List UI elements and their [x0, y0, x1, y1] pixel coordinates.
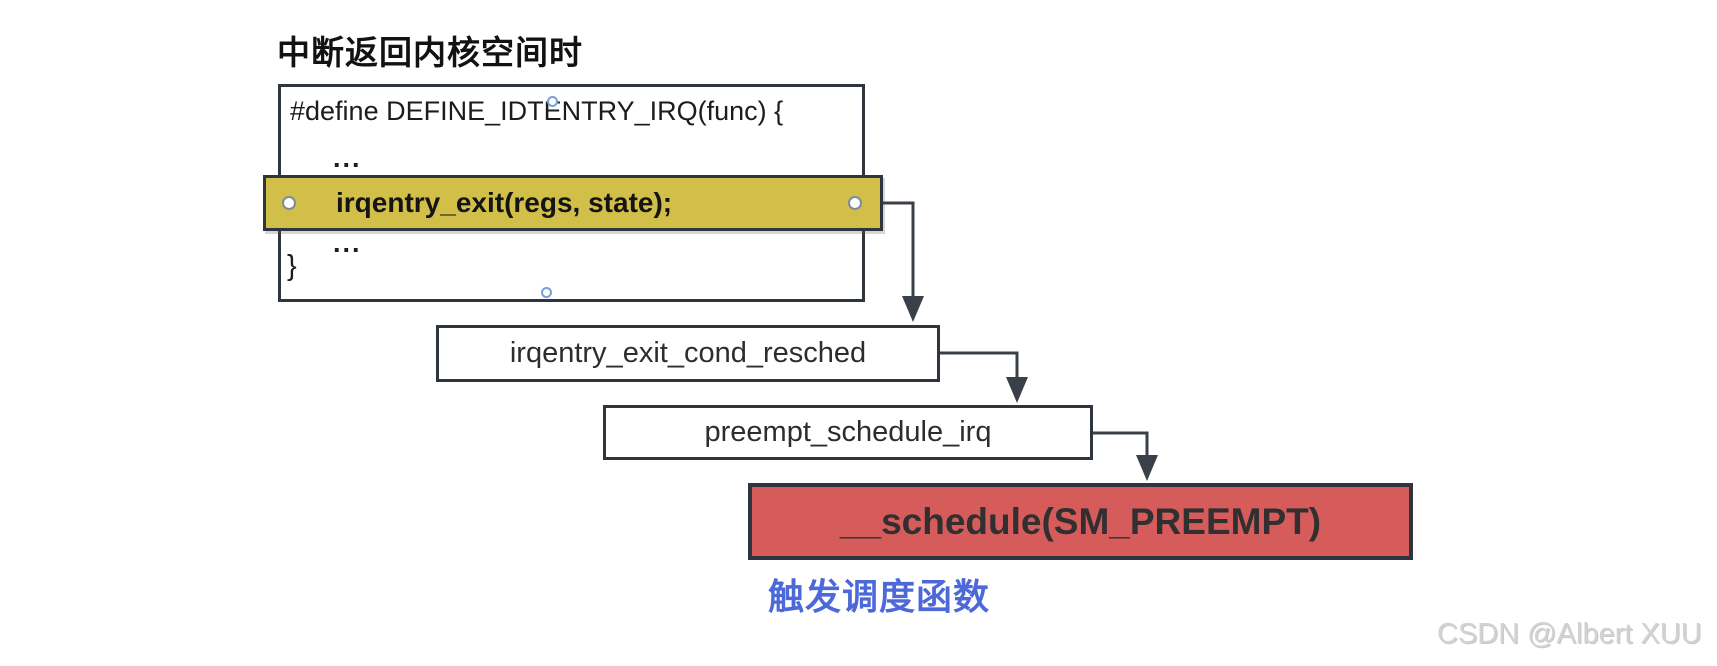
flow-box-irqentry-exit-cond-resched: irqentry_exit_cond_resched: [436, 325, 940, 382]
flow-box-schedule-sm-preempt: __schedule(SM_PREEMPT): [748, 483, 1413, 560]
highlight-irqentry-exit-bar: irqentry_exit(regs, state);: [263, 175, 883, 231]
flow-box-label: irqentry_exit_cond_resched: [509, 337, 867, 369]
selection-handle-icon: [541, 287, 552, 298]
connector-arrow-cond-resched-to-preempt: [940, 351, 1028, 403]
caption-trigger-schedule: 触发调度函数: [768, 576, 991, 617]
flow-box-preempt-schedule-irq: preempt_schedule_irq: [603, 405, 1093, 460]
connector-arrow-exit-to-cond-resched: [883, 201, 924, 322]
connector-arrow-preempt-to-schedule: [1093, 431, 1158, 481]
flow-box-label: __schedule(SM_PREEMPT): [839, 500, 1322, 542]
code-ellipsis-bottom: ...: [333, 228, 362, 258]
code-closing-brace: }: [287, 250, 297, 282]
selection-handle-icon: [848, 196, 862, 210]
flow-box-label: preempt_schedule_irq: [704, 416, 992, 448]
highlight-irqentry-exit-label: irqentry_exit(regs, state);: [336, 187, 673, 218]
watermark-text: CSDN @Albert XUU: [1437, 618, 1702, 650]
page-title: 中断返回内核空间时: [277, 34, 583, 71]
code-line-define: #define DEFINE_IDTENTRY_IRQ(func) {: [290, 96, 784, 126]
selection-handle-icon: [547, 96, 558, 107]
code-ellipsis-top: ...: [333, 143, 362, 173]
selection-handle-icon: [282, 196, 296, 210]
